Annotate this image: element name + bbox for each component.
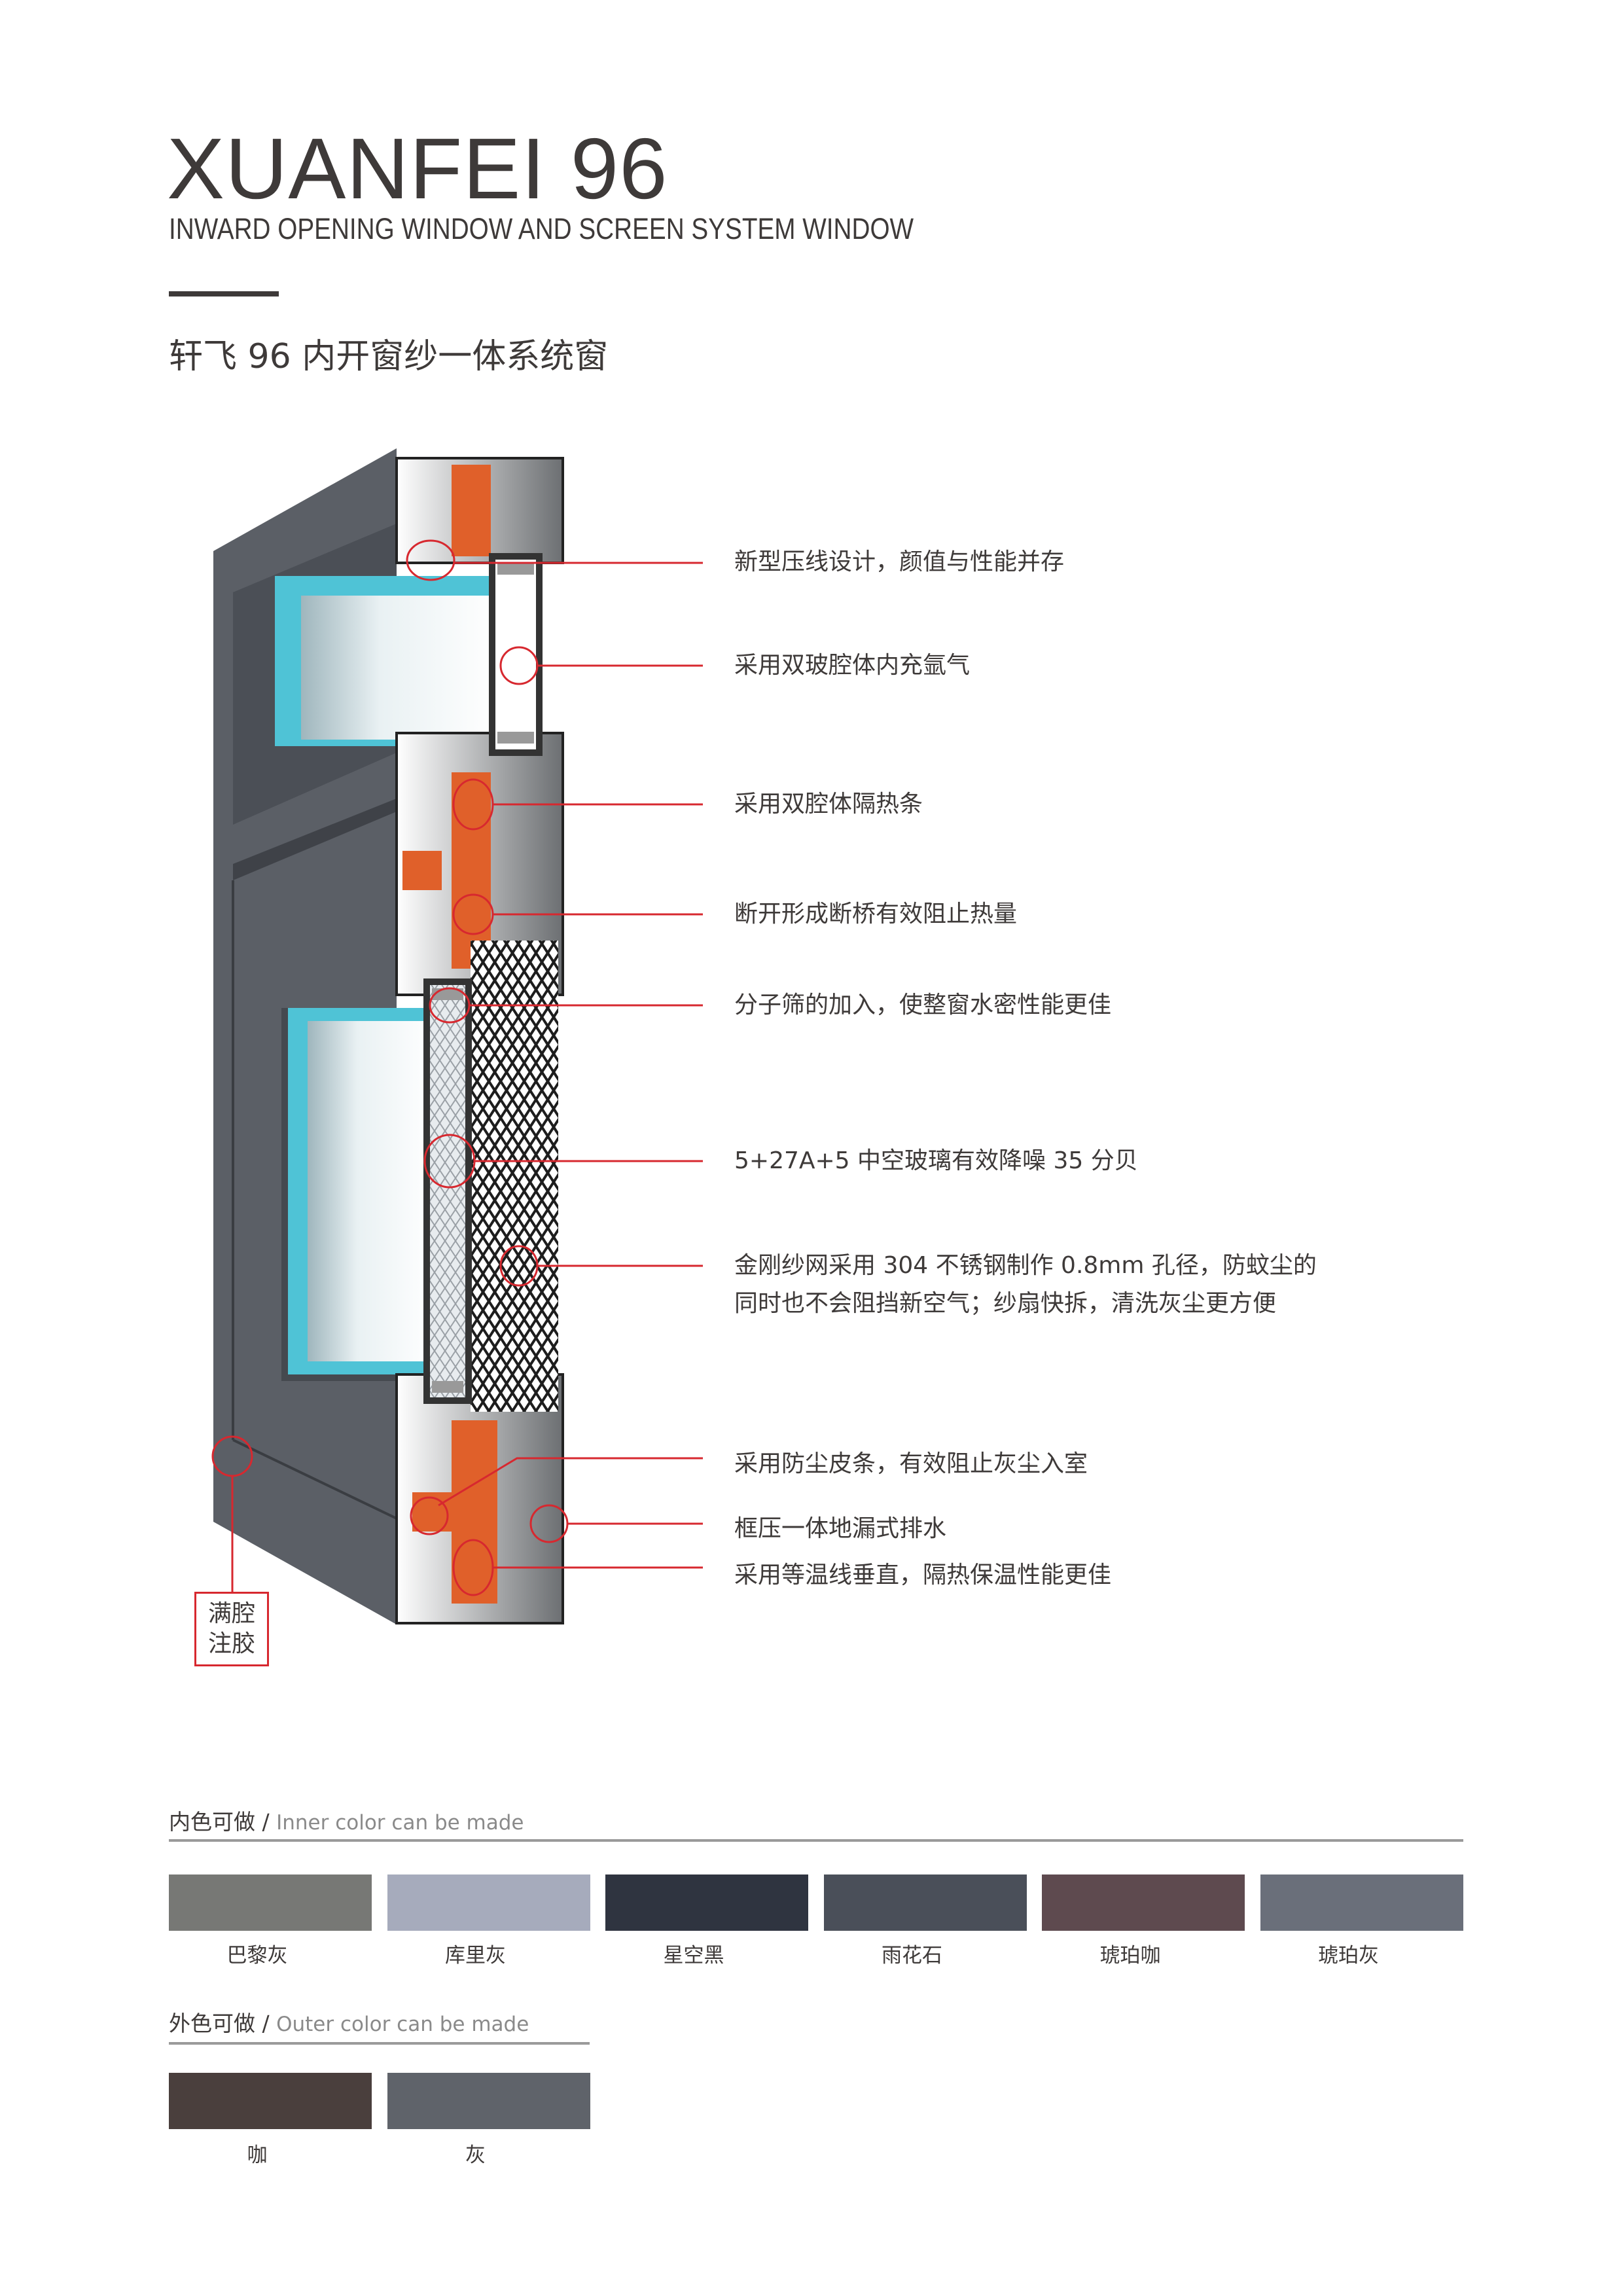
outer-color-divider [169, 2042, 590, 2045]
inner-color-divider [169, 1839, 1463, 1842]
callout-argon-fill: 采用双玻腔体内充氩气 [734, 652, 971, 679]
title-divider [169, 291, 279, 296]
callout-thermal-break: 断开形成断桥有效阻止热量 [734, 901, 1018, 927]
outer-color-heading-cn: 外色可做 / [169, 2011, 277, 2036]
inner-color-heading-cn: 内色可做 / [169, 1809, 277, 1835]
callout-screen-mesh-line1: 金刚纱网采用 304 不锈钢制作 0.8mm 孔径，防蚊尘的 [734, 1252, 1317, 1279]
glue-label-line1: 满腔 [207, 1600, 255, 1627]
lower-glass [288, 1008, 432, 1374]
inner-color-heading-en: Inner color can be made [276, 1811, 524, 1835]
callout-insulated-glass: 5+27A+5 中空玻璃有效降噪 35 分贝 [734, 1147, 1138, 1174]
glue-label-line2: 注胶 [207, 1630, 255, 1657]
product-subtitle: INWARD OPENING WINDOW AND SCREEN SYSTEM … [169, 212, 914, 245]
color-swatch [169, 1874, 372, 1931]
color-swatch [169, 2073, 372, 2129]
color-swatch-label: 琥珀灰 [1318, 1944, 1379, 1967]
color-swatch [1260, 1874, 1463, 1931]
color-swatch-label: 库里灰 [445, 1944, 506, 1967]
diamond-screen-mesh [471, 941, 558, 1412]
upper-insulated-glass-unit [489, 553, 543, 756]
window-cross-section-diagram [211, 448, 703, 1624]
color-swatch [387, 2073, 590, 2129]
chinese-title: 轩飞 96 内开窗纱一体系统窗 [169, 337, 609, 376]
color-swatch-label: 雨花石 [882, 1944, 942, 1967]
color-swatch-label: 咖 [247, 2144, 268, 2167]
callout-markers [211, 539, 703, 1596]
callout-screen-mesh-line2: 同时也不会阻挡新空气；纱扇快拆，清洗灰尘更方便 [734, 1290, 1277, 1317]
callout-dust-strip: 采用防尘皮条，有效阻止灰尘入室 [734, 1450, 1088, 1477]
color-swatch-label: 灰 [465, 2144, 486, 2167]
callout-drainage: 框压一体地漏式排水 [734, 1515, 947, 1542]
color-swatch-label: 巴黎灰 [226, 1944, 288, 1967]
full-cavity-glue-label: 满腔 注胶 [194, 1592, 269, 1666]
lower-insulated-glass-unit [423, 978, 472, 1404]
callout-molecular-sieve: 分子筛的加入，使整窗水密性能更佳 [734, 992, 1112, 1018]
upper-glass [275, 576, 497, 746]
color-swatch [1042, 1874, 1245, 1931]
callout-glazing-bead: 新型压线设计，颜值与性能并存 [734, 548, 1065, 575]
color-swatch [605, 1874, 808, 1931]
outer-color-heading: 外色可做 / Outer color can be made [169, 2009, 529, 2039]
color-swatch-label: 星空黑 [663, 1944, 724, 1967]
color-swatch-label: 琥珀咖 [1099, 1944, 1161, 1967]
color-swatch [387, 1874, 590, 1931]
callout-isotherm: 采用等温线垂直，隔热保温性能更佳 [734, 1562, 1112, 1588]
product-title: XUANFEI 96 [167, 120, 668, 217]
callout-thermal-strip: 采用双腔体隔热条 [734, 791, 923, 817]
outer-color-heading-en: Outer color can be made [276, 2013, 529, 2036]
color-swatch [823, 1874, 1027, 1931]
inner-color-heading: 内色可做 / Inner color can be made [169, 1808, 524, 1837]
